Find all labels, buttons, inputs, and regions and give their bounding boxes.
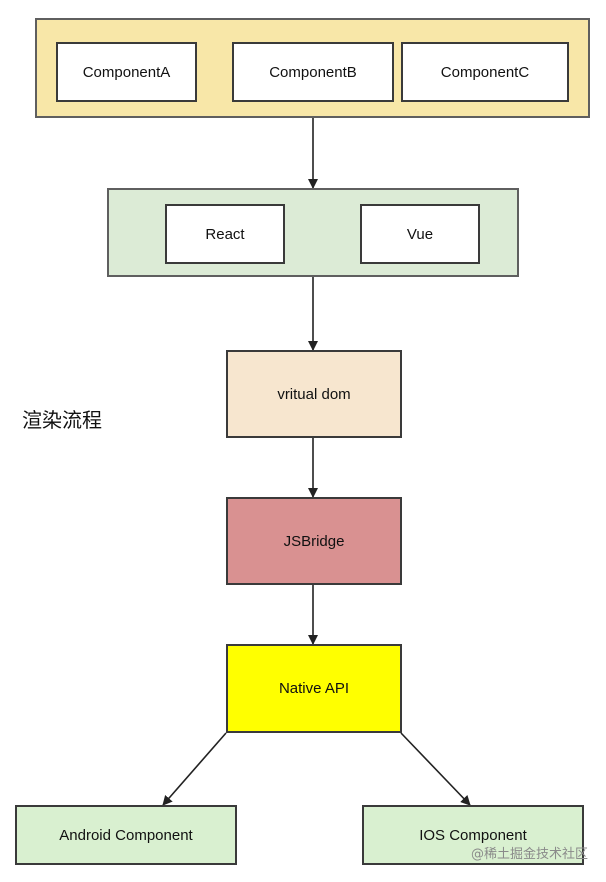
component-b-box: ComponentB	[232, 42, 394, 102]
component-a-box: ComponentA	[56, 42, 197, 102]
component-c-box: ComponentC	[401, 42, 569, 102]
native-api-label: Native API	[278, 680, 350, 697]
ios-component-label: IOS Component	[419, 826, 527, 844]
react-label: React	[205, 225, 245, 243]
ios-component-box: IOS Component	[362, 805, 584, 865]
vue-label: Vue	[406, 225, 434, 243]
android-component-label: Android Component	[59, 826, 193, 844]
android-component-box: Android Component	[15, 805, 237, 865]
react-box: React	[165, 204, 285, 264]
watermark-text: @稀土掘金技术社区	[470, 847, 588, 862]
vue-box: Vue	[360, 204, 480, 264]
arrow-native-api-to-ios	[400, 732, 471, 806]
jsbridge-label: JSBridge	[283, 532, 345, 550]
virtual-dom-box: vritual dom	[226, 350, 402, 438]
component-a-label: ComponentA	[82, 63, 171, 81]
render-flow-title: 渲染流程	[22, 408, 102, 432]
jsbridge-box: JSBridge	[226, 497, 402, 585]
component-b-label: ComponentB	[269, 63, 357, 81]
component-c-label: ComponentC	[440, 63, 530, 81]
virtual-dom-label: vritual dom	[277, 385, 351, 403]
arrow-native-api-to-android	[162, 732, 227, 806]
native-api-box: Native API	[226, 644, 402, 733]
